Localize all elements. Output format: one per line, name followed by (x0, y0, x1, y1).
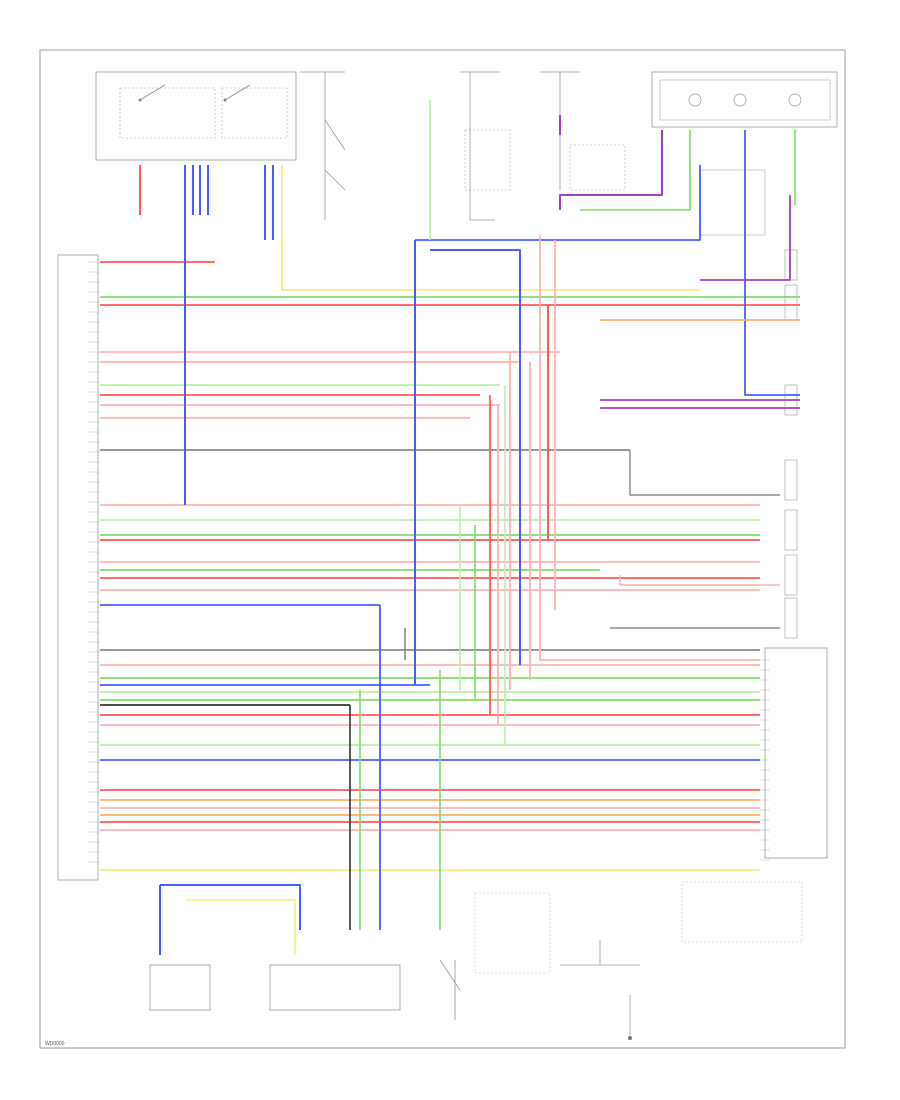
wire-70 (160, 884, 301, 930)
pin-markers (88, 261, 770, 863)
wire-54 (559, 130, 663, 210)
ecu-main-block (57, 254, 99, 881)
wire-50 (539, 235, 760, 661)
switch-box-top-left (95, 71, 297, 161)
wire-45 (281, 165, 700, 291)
wire-55 (580, 130, 691, 211)
connector-box-right (764, 249, 828, 859)
wire-56 (744, 130, 800, 396)
wire-63 (619, 575, 780, 586)
wire-62 (629, 450, 780, 496)
footer-code: WD0000 (45, 1041, 65, 1047)
wire-72 (185, 899, 296, 955)
wire-58 (700, 195, 791, 281)
bottom-components (149, 881, 803, 1040)
wire-47 (415, 165, 701, 241)
diagram-frame (39, 49, 846, 1049)
wire-49 (430, 249, 521, 665)
wire-harness (100, 100, 800, 955)
fuse-block-center (300, 71, 626, 221)
